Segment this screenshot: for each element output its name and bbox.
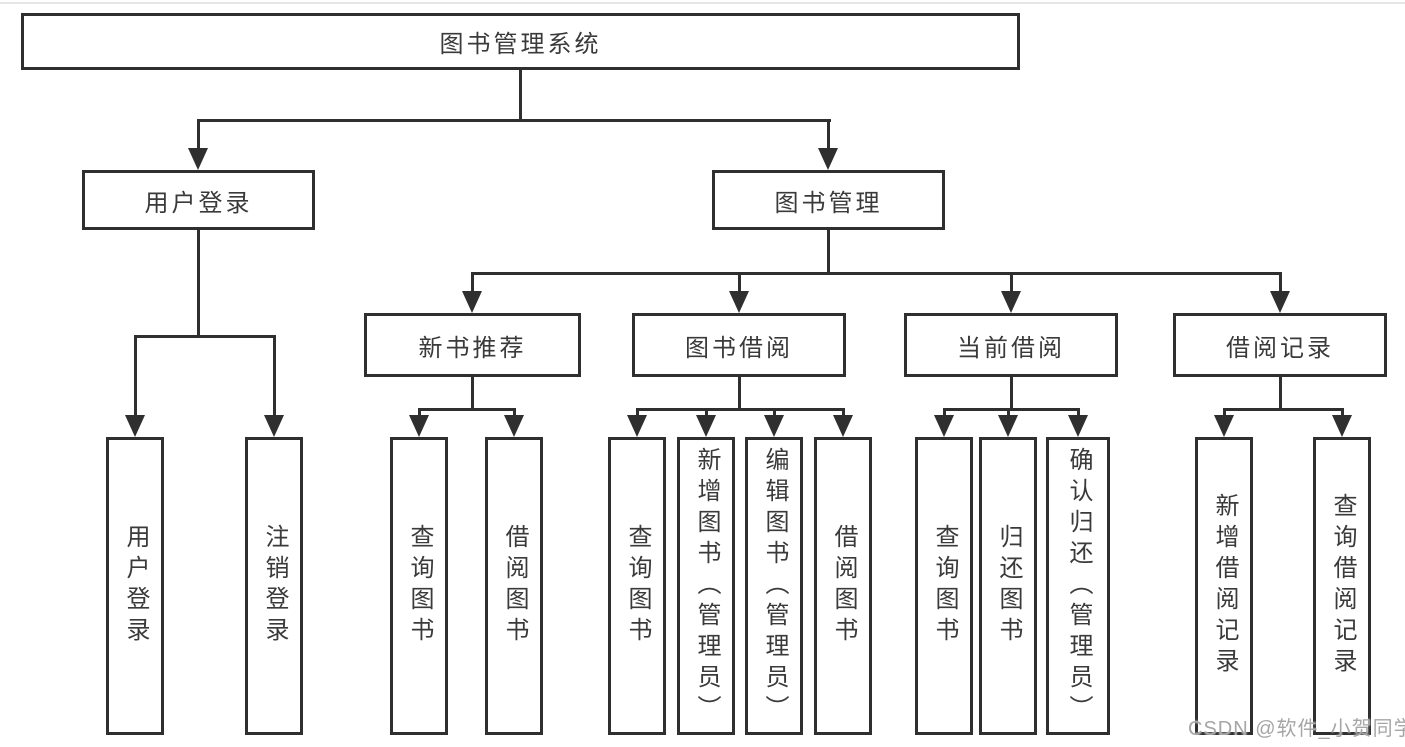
connector-stub-leaf-user-login: [134, 335, 137, 417]
node-borrow-records: 借阅记录: [1173, 313, 1387, 377]
connector-stub-leaf-logout: [273, 335, 276, 417]
connector-stub-add-record: [1223, 408, 1226, 417]
connector-stub-query-recommend: [418, 408, 421, 417]
node-book-borrow-label: 图书借阅: [685, 334, 793, 362]
connector-stub-add-books: [705, 408, 708, 417]
leaf-query-books-recommend-label: 查询图书: [406, 524, 433, 648]
leaf-return-books: 归还图书: [979, 437, 1037, 735]
arrowhead-current-borrow: [1001, 291, 1021, 313]
connector-book-management-trunk: [827, 230, 830, 272]
connector-stub-edit-books: [773, 408, 776, 417]
leaf-query-books-borrow: 查询图书: [608, 437, 666, 735]
connector-current-borrow-trunk: [1010, 377, 1013, 408]
connector-borrow-records-trunk: [1279, 377, 1282, 408]
top-edge-line: [0, 2, 1405, 4]
arrowhead-new-book: [462, 291, 482, 313]
csdn-watermark: CSDN @软件_小贺同学: [1188, 718, 1405, 740]
leaf-query-books-recommend: 查询图书: [390, 437, 448, 735]
node-book-management: 图书管理: [712, 170, 945, 230]
connector-stub-confirm-return: [1077, 408, 1080, 417]
connector-new-book-branch: [418, 408, 515, 411]
connector-stub-return-books: [1007, 408, 1010, 417]
connector-stub-book-management: [827, 119, 830, 149]
connector-stub-borrow-recommend: [513, 408, 516, 417]
leaf-add-borrow-record-label: 新增借阅记录: [1211, 493, 1238, 679]
leaf-query-books-current: 查询图书: [915, 437, 973, 735]
connector-stub-borrow-records: [1279, 272, 1282, 293]
arrowhead-query-current: [934, 415, 954, 437]
leaf-confirm-return-admin-label: 确认归还（管理员）: [1065, 446, 1092, 726]
leaf-borrow-books-recommend: 借阅图书: [485, 437, 543, 735]
node-root: 图书管理系统: [21, 13, 1020, 70]
connector-user-login-branch: [134, 335, 276, 338]
leaf-user-login: 用户登录: [106, 437, 164, 735]
leaf-return-books-label: 归还图书: [995, 524, 1022, 648]
connector-book-management-branch: [471, 272, 1282, 275]
connector-stub-query-current: [943, 408, 946, 417]
node-new-book-recommend-label: 新书推荐: [418, 334, 527, 362]
leaf-add-books-admin-label: 新增图书（管理员）: [693, 446, 720, 726]
connector-borrow-records-branch: [1223, 408, 1343, 411]
leaf-borrow-books-recommend-label: 借阅图书: [501, 524, 528, 648]
connector-stub-current-borrow: [1010, 272, 1013, 293]
node-borrow-records-label: 借阅记录: [1226, 334, 1334, 362]
leaf-user-login-label: 用户登录: [122, 524, 149, 648]
arrowhead-leaf-logout: [264, 415, 284, 437]
leaf-logout-label: 注销登录: [261, 524, 288, 648]
leaf-logout: 注销登录: [245, 437, 303, 735]
arrowhead-confirm-return: [1068, 415, 1088, 437]
node-new-book-recommend: 新书推荐: [364, 313, 581, 377]
arrowhead-return-books: [998, 415, 1018, 437]
connector-user-login-trunk: [197, 230, 200, 335]
arrowhead-add-books: [696, 415, 716, 437]
arrowhead-user-login: [188, 148, 208, 170]
arrowhead-query-borrow: [627, 415, 647, 437]
arrowhead-book-management: [818, 148, 838, 170]
leaf-query-borrow-record-label: 查询借阅记录: [1329, 493, 1356, 679]
node-book-borrow: 图书借阅: [632, 313, 846, 377]
arrowhead-edit-books: [764, 415, 784, 437]
leaf-edit-books-admin-label: 编辑图书（管理员）: [761, 446, 788, 726]
leaf-add-borrow-record: 新增借阅记录: [1195, 437, 1253, 735]
connector-book-borrow-trunk: [738, 377, 741, 408]
connector-book-borrow-branch: [636, 408, 844, 411]
connector-stub-query-borrow: [636, 408, 639, 417]
node-current-borrow: 当前借阅: [904, 313, 1118, 377]
connector-stub-user-login: [197, 119, 200, 149]
connector-new-book-trunk: [471, 377, 474, 408]
node-current-borrow-label: 当前借阅: [957, 334, 1065, 362]
leaf-confirm-return-admin: 确认归还（管理员）: [1046, 437, 1110, 735]
arrowhead-borrow-recommend: [504, 415, 524, 437]
arrowhead-leaf-user-login: [125, 415, 145, 437]
arrowhead-borrow-books: [833, 415, 853, 437]
node-user-login: 用户登录: [82, 170, 315, 230]
connector-stub-borrow-books: [842, 408, 845, 417]
node-root-label: 图书管理系统: [439, 31, 602, 58]
connector-stub-book-borrow: [738, 272, 741, 293]
connector-stub-query-record: [1341, 408, 1344, 417]
connector-root-trunk: [519, 70, 522, 119]
arrowhead-query-recommend: [409, 415, 429, 437]
connector-current-borrow-branch: [943, 408, 1079, 411]
connector-root-branch: [197, 119, 831, 122]
leaf-query-books-borrow-label: 查询图书: [624, 524, 651, 648]
node-book-management-label: 图书管理: [774, 189, 883, 217]
leaf-query-books-current-label: 查询图书: [931, 524, 958, 648]
connector-stub-new-book: [471, 272, 474, 293]
leaf-query-borrow-record: 查询借阅记录: [1313, 437, 1371, 735]
arrowhead-book-borrow: [729, 291, 749, 313]
leaf-borrow-books-label: 借阅图书: [830, 524, 857, 648]
node-user-login-label: 用户登录: [144, 189, 253, 217]
leaf-borrow-books: 借阅图书: [814, 437, 872, 735]
leaf-add-books-admin: 新增图书（管理员）: [677, 437, 735, 735]
arrowhead-borrow-records: [1270, 291, 1290, 313]
arrowhead-add-record: [1214, 415, 1234, 437]
arrowhead-query-record: [1332, 415, 1352, 437]
leaf-edit-books-admin: 编辑图书（管理员）: [745, 437, 803, 735]
